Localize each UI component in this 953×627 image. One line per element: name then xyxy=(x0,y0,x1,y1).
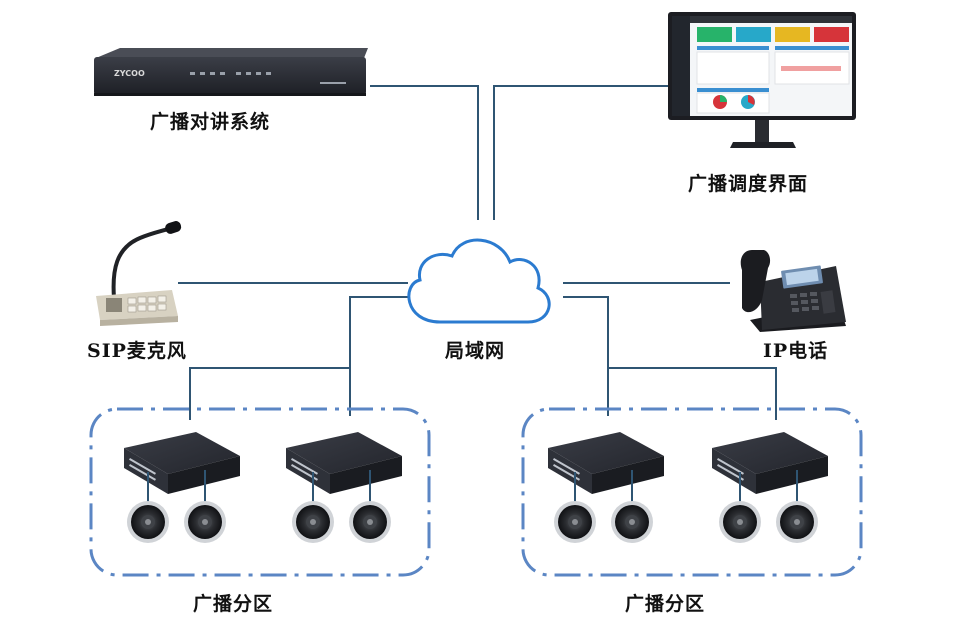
ceiling-speaker-icon xyxy=(292,501,334,543)
speaker-wires xyxy=(147,470,798,502)
gooseneck-microphone-icon xyxy=(96,221,182,326)
link-lan-zone-left xyxy=(349,296,408,416)
label-sip-mic: SIP麦克风 xyxy=(87,340,187,362)
screen-tile-red xyxy=(814,27,849,42)
link-server-lan xyxy=(370,85,479,220)
link-lan-zone-right xyxy=(563,296,609,416)
ip-phone-icon xyxy=(740,250,846,332)
rack-server-icon: ZYCOO xyxy=(94,48,368,96)
label-pa-system: 广播对讲系统 xyxy=(150,111,271,133)
ceiling-speaker-icon xyxy=(127,501,169,543)
screen-tile-green xyxy=(697,27,732,42)
server-brand-text: ZYCOO xyxy=(114,69,145,78)
label-lan: 局域网 xyxy=(445,340,506,362)
link-zone-left-amp1 xyxy=(189,367,350,420)
network-amplifier-icon-1 xyxy=(124,432,240,494)
screen-tile-cyan xyxy=(736,27,771,42)
label-zone-left: 广播分区 xyxy=(193,593,274,615)
label-dispatch-ui: 广播调度界面 xyxy=(688,173,809,195)
ceiling-speaker-icon xyxy=(554,501,596,543)
ceiling-speaker-icon xyxy=(776,501,818,543)
zone-right-box xyxy=(521,407,863,577)
connection-lines xyxy=(178,85,777,420)
network-amplifier-icon-3 xyxy=(548,432,664,494)
ceiling-speaker-icon xyxy=(184,501,226,543)
link-monitor-lan xyxy=(493,85,668,220)
label-ip-phone: IP电话 xyxy=(763,340,829,362)
label-zone-right: 广播分区 xyxy=(625,593,706,615)
zone-left-box xyxy=(89,407,431,577)
network-amplifier-icon-2 xyxy=(286,432,402,494)
ceiling-speaker-icon xyxy=(719,501,761,543)
ceiling-speakers xyxy=(127,501,818,543)
link-zone-right-amp2 xyxy=(608,367,777,420)
cloud-icon xyxy=(407,238,551,324)
monitor-icon xyxy=(668,12,856,148)
network-amplifier-icon-4 xyxy=(712,432,828,494)
ceiling-speaker-icon xyxy=(349,501,391,543)
screen-tile-yellow xyxy=(775,27,810,42)
ceiling-speaker-icon xyxy=(611,501,653,543)
